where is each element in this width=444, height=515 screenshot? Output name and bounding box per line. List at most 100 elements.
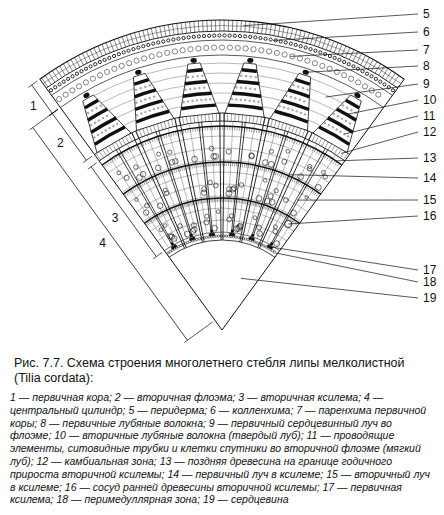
primary-xylem — [251, 238, 254, 241]
hard-bast-band — [242, 70, 257, 72]
cambium-cell — [208, 113, 209, 121]
vessel — [173, 159, 179, 165]
dimension-line — [33, 128, 188, 341]
soft-bast-cell — [307, 89, 309, 91]
callout-number: 9 — [422, 78, 431, 91]
xylem-cell-wall — [108, 155, 168, 248]
ray-cell-wall — [101, 88, 135, 103]
late-wood-cell — [239, 199, 241, 203]
soft-bast-cell — [140, 88, 142, 90]
ray-cell-wall — [157, 86, 184, 92]
perimedullary-cell — [244, 238, 246, 240]
parenchyma-cell — [227, 45, 232, 50]
collenchyma-boundary — [52, 40, 393, 95]
late-wood-cell — [307, 146, 309, 150]
sector-edge — [40, 79, 222, 330]
late-wood-cell — [292, 219, 294, 222]
late-wood-cell — [305, 185, 307, 188]
primary-xylem — [171, 242, 174, 245]
late-wood-cell — [171, 133, 172, 137]
ray-cell-wall — [124, 120, 135, 125]
late-wood-cell — [244, 164, 246, 168]
late-wood-cell — [183, 166, 185, 170]
vessel — [137, 175, 143, 181]
soft-bast-cell — [286, 95, 288, 97]
vessel — [134, 165, 138, 169]
xylem-cell-wall — [237, 124, 254, 234]
hard-bast-band — [187, 70, 202, 72]
parenchyma-cell — [83, 80, 88, 85]
late-wood-cell — [179, 205, 180, 209]
late-wood-cell — [190, 202, 192, 206]
collenchyma-cell — [254, 36, 257, 39]
late-wood-cell — [201, 163, 202, 167]
collenchyma-cell — [54, 86, 57, 89]
soft-bast-cell — [245, 87, 247, 89]
cambium-cell — [260, 117, 261, 125]
ray-cell-wall — [203, 73, 240, 75]
soft-bast-cell — [91, 110, 93, 112]
late-wood-cell — [288, 217, 290, 220]
collenchyma-cell — [361, 70, 364, 73]
late-wood-cell — [294, 179, 296, 183]
parenchyma-cell — [219, 45, 224, 50]
soft-bast-cell — [340, 131, 342, 133]
late-wood-cell — [133, 188, 135, 191]
late-wood-cell — [259, 204, 260, 208]
soft-bast-cell — [290, 96, 292, 98]
soft-bast-cell — [149, 110, 151, 112]
soft-bast-cell — [250, 76, 252, 78]
parenchyma-cell — [70, 88, 75, 93]
vessel — [226, 191, 232, 197]
parenchyma-cell — [376, 92, 381, 97]
collenchyma-cell — [49, 89, 52, 92]
vessel — [124, 175, 129, 180]
late-wood-cell — [239, 127, 240, 131]
late-wood-cell — [266, 168, 267, 172]
late-wood-cell — [214, 126, 215, 130]
soft-bast-cell — [87, 112, 89, 114]
late-wood-cell — [228, 162, 229, 166]
cambium-cell — [234, 113, 235, 121]
vessel — [239, 183, 244, 188]
late-wood-cell — [195, 164, 197, 168]
leader-line — [241, 278, 418, 298]
primary-ray — [242, 118, 270, 242]
late-wood-cell — [217, 198, 218, 202]
late-wood-cell — [122, 152, 124, 155]
vessel — [184, 231, 190, 237]
ray-cell-wall — [262, 96, 281, 100]
vessel — [282, 159, 287, 164]
parenchyma-cell — [349, 76, 354, 81]
late-wood-cell — [162, 213, 164, 217]
late-wood-cell — [287, 137, 288, 141]
dimension-line — [52, 113, 86, 160]
collenchyma-cell — [238, 34, 241, 37]
vessel — [143, 210, 148, 215]
late-wood-cell — [236, 163, 237, 167]
late-wood-cell — [129, 149, 131, 153]
perimedullary-cell — [215, 235, 217, 237]
cambium-cell — [125, 136, 129, 143]
soft-bast-cell — [302, 87, 304, 89]
phloem-strand — [225, 63, 264, 117]
hard-bast-band — [85, 100, 98, 108]
collenchyma-cell — [132, 48, 135, 51]
parenchyma-cell — [305, 58, 310, 63]
phloem-strand — [133, 73, 174, 130]
late-wood-cell — [185, 129, 187, 133]
parenchyma-cell — [127, 61, 132, 66]
late-wood-cell — [258, 129, 260, 133]
collenchyma-cell — [67, 77, 70, 80]
collenchyma-cell — [80, 70, 83, 73]
primary-ray — [175, 118, 203, 242]
late-wood-cell — [143, 182, 145, 186]
vessel — [201, 190, 207, 196]
late-wood-cell — [246, 164, 248, 168]
late-wood-cell — [175, 131, 177, 135]
ray-cell-wall — [309, 120, 320, 125]
vessel — [273, 225, 277, 229]
late-wood-cell — [268, 207, 269, 211]
vessel — [140, 171, 146, 177]
soft-bast-cell — [105, 130, 107, 132]
